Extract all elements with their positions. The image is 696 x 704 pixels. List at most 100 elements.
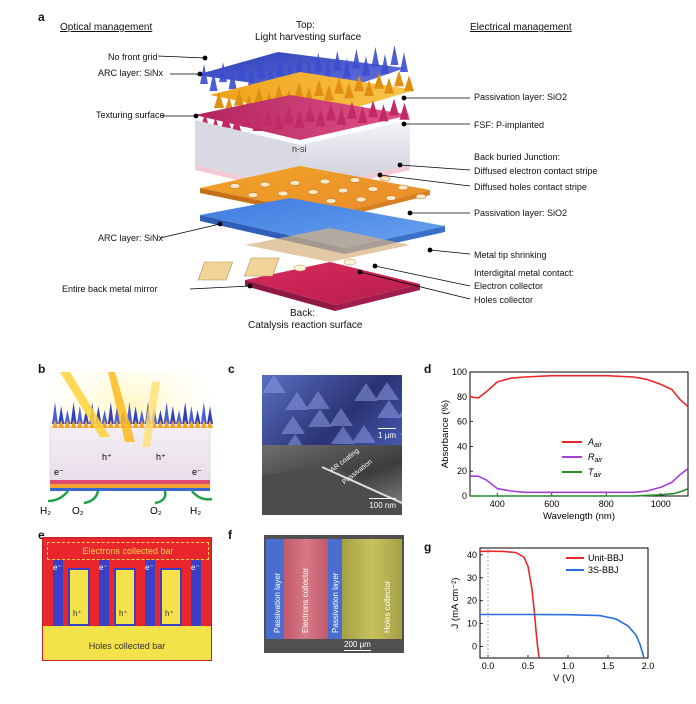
b-e-left: e⁻ [54,467,64,477]
e-hole-label: h⁺ [73,609,82,618]
label-fsf: FSF: P-implanted [474,120,545,130]
panel-label-c: c [228,362,235,376]
legend-label-sub: air [595,457,603,464]
label-holes-collector: Holes collector [474,295,534,305]
y-tick-label: 20 [467,596,477,606]
b-h2-left: H₂ [40,506,51,517]
x-tick-label: 1.5 [602,661,615,671]
e-electron-finger [145,560,155,626]
panel-label-g: g [424,540,432,554]
y-tick-label: 60 [457,417,467,427]
panel-label-b: b [38,362,46,376]
interdigital-contacts [245,228,410,262]
leader-lines [157,55,471,300]
micrograph-image: Passivation layer Electrons collector Pa… [264,535,404,653]
label-metal-tip: Metal tip shrinking [474,250,547,260]
x-tick-label: 2.0 [642,661,655,671]
b-h-left: h⁺ [102,452,112,462]
sem-scale-bottom: 100 nm [369,498,396,511]
e-electron-label: e⁻ [99,563,108,572]
legend-label: 3S-BBJ [588,565,619,575]
label-arc-top: ARC layer: SiNx [98,68,164,78]
e-electron-finger [191,560,201,626]
y-tick-label: 80 [457,392,467,402]
label-back-mirror: Entire back metal mirror [62,284,158,294]
e-electron-finger [99,560,109,626]
series-line [470,487,689,497]
f-scale-bar: 200 μm [344,640,371,651]
f-passivation-left [266,539,284,639]
x-tick-label: 0.0 [482,661,495,671]
series-line [470,468,689,494]
label-electron-collector: Electron collector [474,281,544,291]
x-tick-label: 0.5 [522,661,535,671]
legend-label: Rair [588,452,603,464]
y-tick-label: 30 [467,573,477,583]
series-line [469,374,689,408]
e-electron-label: e⁻ [145,563,154,572]
e-electron-label: e⁻ [191,563,200,572]
legend-label: Tair [588,467,602,479]
top-title-2: Light harvesting surface [255,32,362,43]
label-arc-back: ARC layer: SiNx [98,233,164,243]
y-axis-label: J (mA cm⁻²) [450,578,461,629]
x-axis-label: Wavelength (nm) [543,511,615,522]
top-title-1: Top: [296,20,315,31]
f-label-holes: Holes collector [383,580,392,633]
e-hole-label: h⁺ [119,609,128,618]
x-tick-label: 400 [490,499,505,509]
electrical-management-title: Electrical management [470,22,572,33]
solar-cell-exploded-diagram: n-si [157,44,471,311]
legend-label-sub: air [594,472,602,479]
e-hole-label: h⁺ [165,609,174,618]
f-holes-collector [342,539,402,639]
b-o2-right: O₂ [150,506,162,517]
label-holes-stripe: Diffused holes contact stripe [474,182,587,192]
back-metal-mirror [245,262,420,305]
f-label-passivation-1: Passivation layer [273,572,282,633]
b-e-right: e⁻ [192,467,202,477]
legend-label: Unit-BBJ [588,553,624,563]
e-hole-finger [160,568,182,626]
fsf-layer [195,95,410,140]
label-no-front-grid: No front grid [108,52,158,62]
b-h-right: h⁺ [156,452,166,462]
legend-label-sub: air [594,442,602,449]
e-electron-label: e⁻ [53,563,62,572]
y-tick-label: 0 [462,491,467,501]
passivation-layer-top [210,72,415,118]
label-passivation-back: Passivation layer: SiO2 [474,208,568,218]
y-axis-label: Absorbance (%) [440,400,451,468]
sem-scale-top: 1 μm [378,428,396,441]
panel-label-e: e [38,528,45,542]
x-tick-label: 1.0 [562,661,575,671]
label-back-buried-junction: Back buried Junction: [474,152,561,162]
b-o2-left: O₂ [72,506,84,517]
f-electrons-collector [284,539,328,639]
label-texturing-surface: Texturing surface [96,110,165,120]
y-tick-label: 20 [457,466,467,476]
x-tick-label: 800 [599,499,614,509]
x-tick-label: 1000 [651,499,671,509]
panel-e-diagram: Electrons collected bar Holes collected … [42,537,212,661]
n-si-label: n-si [292,144,307,154]
arc-layer-back [200,198,445,248]
label-passivation-top: Passivation layer: SiO2 [474,92,568,102]
e-hole-finger [114,568,136,626]
y-tick-label: 0 [472,642,477,652]
plot-frame [469,371,689,497]
legend-label: Aair [587,437,602,449]
e-hole-finger [68,568,90,626]
e-electron-finger [53,560,63,626]
sem-image-bottom: AR coating Passivation 100 nm [262,445,402,515]
panel-label-f: f [228,528,232,542]
y-tick-label: 40 [467,550,477,560]
f-label-passivation-2: Passivation layer [331,572,340,633]
optical-management-title: Optical management [60,22,153,33]
b-h2-right: H₂ [190,506,201,517]
electrons-collected-bar: Electrons collected bar [47,542,209,560]
y-tick-label: 10 [467,619,477,629]
holes-collected-bar: Holes collected bar [43,626,211,660]
label-interdigital: Interdigital metal contact: [474,268,575,278]
